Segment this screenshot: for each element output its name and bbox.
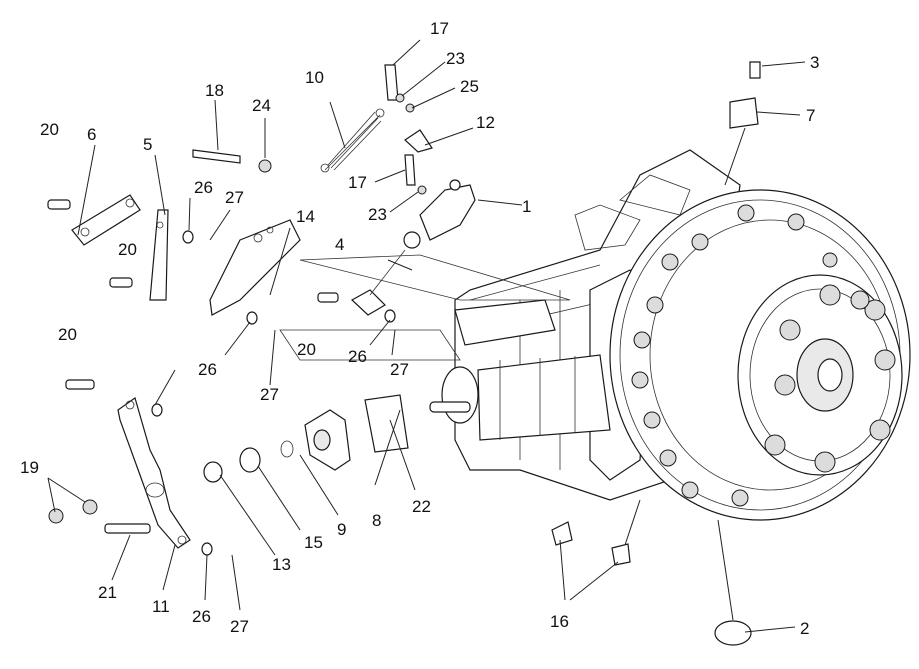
callout-10: 10 bbox=[305, 68, 324, 87]
part-1-valve bbox=[403, 179, 476, 249]
part-5-bracket bbox=[149, 209, 169, 301]
drum-bolts bbox=[631, 204, 838, 507]
callout-19: 19 bbox=[20, 458, 39, 477]
callout-6: 6 bbox=[87, 125, 96, 144]
callout-8: 8 bbox=[372, 511, 381, 530]
callout-7: 7 bbox=[806, 106, 815, 125]
part-22-seal bbox=[364, 394, 409, 453]
callout-20a: 20 bbox=[40, 120, 59, 139]
part-12-bracket bbox=[404, 129, 433, 153]
leader-lines bbox=[47, 39, 806, 633]
pins-and-bolts bbox=[47, 64, 427, 534]
callout-24: 24 bbox=[252, 96, 271, 115]
part-14-plate bbox=[209, 219, 301, 316]
callout-20d: 20 bbox=[297, 340, 316, 359]
callout-17a: 17 bbox=[430, 19, 449, 38]
callout-13: 13 bbox=[272, 555, 291, 574]
callout-23b: 23 bbox=[368, 205, 387, 224]
callout-2: 2 bbox=[800, 619, 809, 638]
callout-1: 1 bbox=[522, 197, 531, 216]
small-caps bbox=[551, 61, 761, 646]
callout-14: 14 bbox=[296, 207, 315, 226]
part-10-spring bbox=[320, 108, 385, 173]
callout-3: 3 bbox=[810, 53, 819, 72]
callout-27a: 27 bbox=[225, 188, 244, 207]
part-11-lever bbox=[117, 397, 191, 549]
callout-20c: 20 bbox=[58, 325, 77, 344]
washers bbox=[48, 230, 396, 556]
part-8-cam bbox=[304, 409, 351, 471]
camshaft-housing bbox=[429, 299, 611, 441]
callout-15: 15 bbox=[304, 533, 323, 552]
callout-27b: 27 bbox=[260, 385, 279, 404]
callout-26c: 26 bbox=[348, 347, 367, 366]
callout-26b: 26 bbox=[198, 360, 217, 379]
callout-20b: 20 bbox=[118, 240, 137, 259]
callout-22: 22 bbox=[412, 497, 431, 516]
part-4-actuator bbox=[350, 249, 406, 316]
callout-9: 9 bbox=[337, 520, 346, 539]
callout-18: 18 bbox=[205, 81, 224, 100]
part-6-bracket bbox=[71, 194, 141, 246]
callout-27d: 27 bbox=[230, 617, 249, 636]
callout-23a: 23 bbox=[446, 49, 465, 68]
callout-11: 11 bbox=[152, 597, 170, 616]
hub-nuts bbox=[764, 284, 896, 473]
callout-4: 4 bbox=[335, 235, 344, 254]
callout-26a: 26 bbox=[194, 178, 213, 197]
callout-27c: 27 bbox=[390, 360, 409, 379]
callout-labels: 1 2 3 4 5 6 7 8 9 10 11 12 13 14 15 16 1… bbox=[20, 19, 819, 638]
callout-16: 16 bbox=[550, 612, 569, 631]
callout-25: 25 bbox=[460, 77, 479, 96]
callout-12: 12 bbox=[476, 113, 495, 132]
callout-26d: 26 bbox=[192, 607, 211, 626]
callout-21: 21 bbox=[98, 583, 117, 602]
callout-17b: 17 bbox=[348, 173, 367, 192]
callout-5: 5 bbox=[143, 135, 152, 154]
